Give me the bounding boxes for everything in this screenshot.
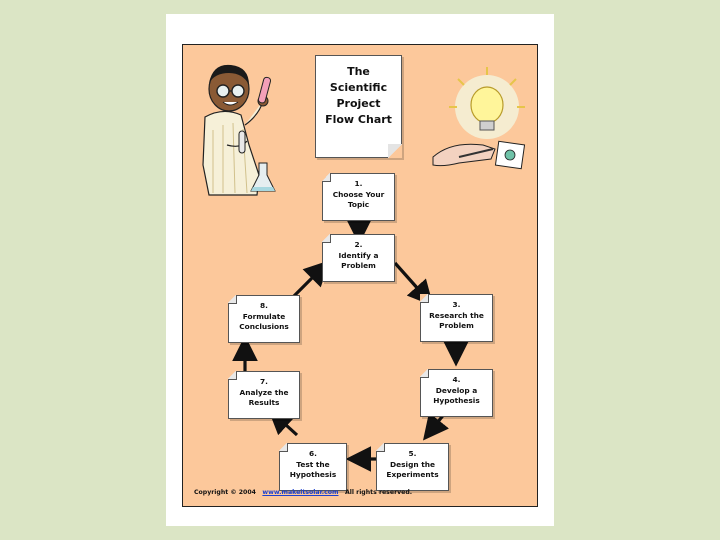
step-7-analyze-results: 7. Analyze the Results bbox=[228, 371, 300, 419]
step-label-line: Conclusions bbox=[239, 322, 289, 331]
step-number: 3. bbox=[452, 300, 461, 309]
title-line-2: Scientific bbox=[329, 81, 388, 94]
copyright-prefix: Copyright © 2004 bbox=[194, 489, 256, 496]
step-4-develop-hypothesis: 4. Develop a Hypothesis bbox=[420, 369, 493, 417]
step-label-line: Topic bbox=[347, 200, 370, 209]
step-8-formulate-conclusions: 8. Formulate Conclusions bbox=[228, 295, 300, 343]
step-number: 8. bbox=[260, 301, 268, 310]
slide-paper: The Scientific Project Flow Chart 1. Cho… bbox=[166, 14, 554, 526]
step-label-line: Design the bbox=[389, 459, 435, 469]
step-label-line: Hypothesis bbox=[433, 396, 480, 405]
step-number: 2. bbox=[354, 240, 363, 249]
step-label-line: Formulate bbox=[242, 311, 286, 321]
copyright-notice: Copyright © 2004 www.makeitsolar.com All… bbox=[194, 489, 412, 496]
step-1-choose-topic: 1. Choose Your Topic bbox=[322, 173, 395, 221]
step-label-line: Analyze the bbox=[239, 387, 289, 397]
step-3-research-problem: 3. Research the Problem bbox=[420, 294, 493, 342]
step-label-line: Research the bbox=[429, 310, 484, 320]
step-number: 7. bbox=[260, 377, 268, 386]
step-label-line: Identify a bbox=[338, 250, 379, 260]
step-number: 5. bbox=[408, 449, 417, 458]
step-label-line: Experiments bbox=[386, 470, 439, 479]
step-number: 1. bbox=[354, 179, 363, 188]
step-number: 4. bbox=[452, 375, 461, 384]
arrow-8-to-2 bbox=[291, 260, 330, 299]
step-label-line: Develop a bbox=[435, 385, 478, 395]
step-label-line: Hypothesis bbox=[289, 470, 337, 479]
copyright-suffix: All rights reserved. bbox=[344, 489, 413, 496]
title-line-3: Project bbox=[336, 97, 381, 110]
chart-title-note: The Scientific Project Flow Chart bbox=[315, 55, 402, 158]
step-6-test-hypothesis: 6. Test the Hypothesis bbox=[279, 443, 347, 491]
step-number: 6. bbox=[309, 449, 317, 458]
copyright-link[interactable]: www.makeitsolar.com bbox=[262, 489, 339, 496]
title-line-4: Flow Chart bbox=[325, 113, 392, 126]
step-label-line: Test the bbox=[296, 459, 330, 469]
step-label-line: Problem bbox=[341, 261, 376, 270]
flow-chart-panel: The Scientific Project Flow Chart 1. Cho… bbox=[182, 44, 538, 507]
step-label-line: Problem bbox=[439, 321, 474, 330]
step-label-line: Choose Your bbox=[332, 189, 385, 199]
step-2-identify-problem: 2. Identify a Problem bbox=[322, 234, 395, 282]
step-5-design-experiments: 5. Design the Experiments bbox=[376, 443, 449, 491]
title-line-1: The bbox=[347, 65, 370, 78]
step-label-line: Results bbox=[248, 398, 280, 407]
